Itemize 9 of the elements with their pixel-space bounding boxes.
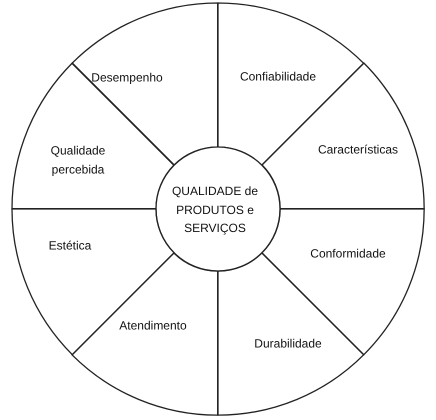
center-label: QUALIDADE de PRODUTOS e SERVIÇOS: [170, 183, 260, 238]
segment-label: Desempenho: [91, 70, 163, 87]
segment-label: Durabilidade: [254, 336, 322, 353]
segment-label: Confiabilidade: [240, 68, 316, 86]
segment-label: Qualidade percebida: [50, 142, 106, 178]
segment-label: Conformidade: [310, 246, 386, 263]
segment-label: Características: [318, 142, 398, 159]
segment-label: Estética: [48, 238, 92, 255]
segment-label: Atendimento: [119, 318, 187, 335]
